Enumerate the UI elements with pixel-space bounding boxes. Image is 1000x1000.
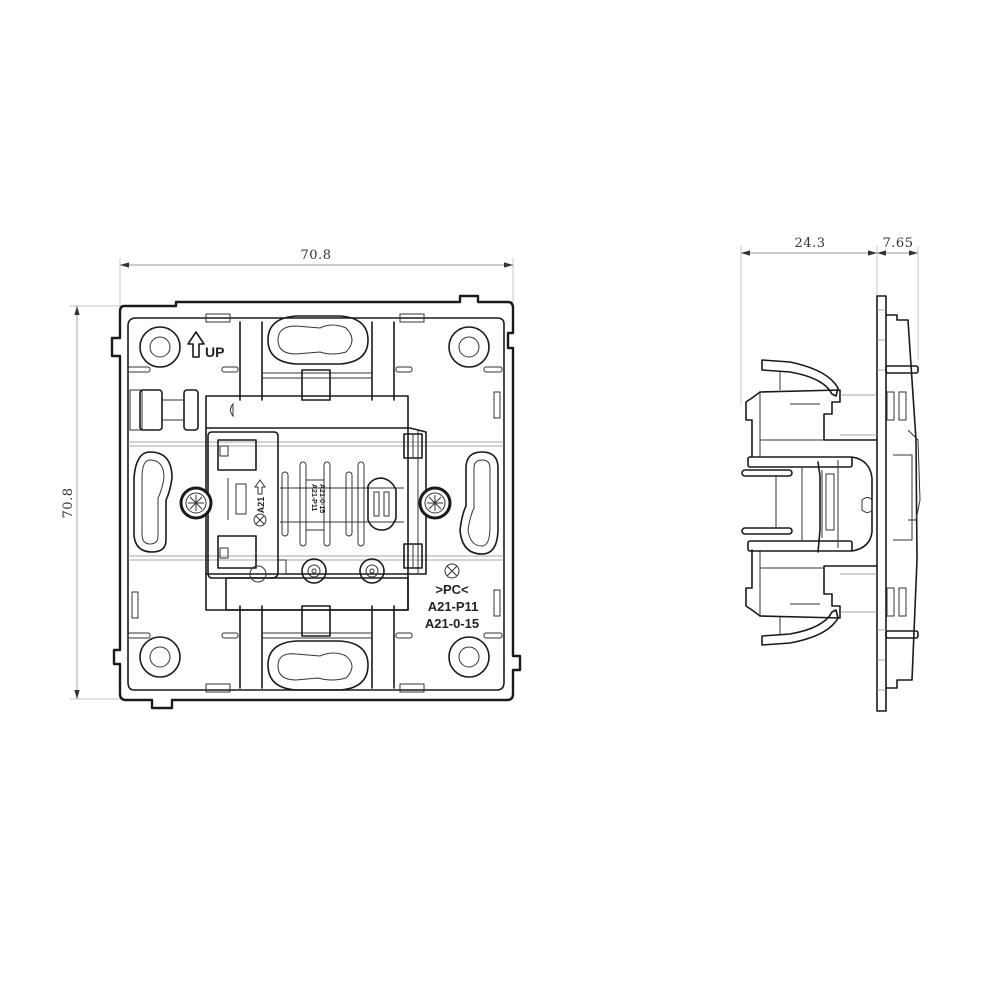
part-number-1: A21-P11	[428, 599, 479, 614]
screw-left-icon	[179, 486, 213, 520]
part-number-2: A21-0-15	[425, 616, 479, 631]
module-label: A21	[256, 497, 266, 514]
rivet	[249, 565, 267, 583]
width-dimension: 70.8	[119, 248, 514, 310]
up-arrow-icon	[187, 331, 205, 358]
side-view: 24.3 7.65	[740, 236, 921, 712]
cross-circle-icon	[253, 513, 267, 527]
height-dimension: 70.8	[61, 305, 125, 700]
arrow-up-icon	[254, 479, 266, 495]
contact-comb: A21-P11 A21-0-15	[280, 461, 404, 547]
mounting-hole-br	[448, 636, 490, 678]
slot	[493, 391, 501, 419]
up-label: UP	[205, 344, 224, 360]
outer-frame	[110, 294, 522, 710]
bottom-oval-slot	[267, 640, 369, 691]
screw-right-icon	[418, 486, 452, 520]
left-keyhole-slot	[133, 451, 173, 553]
bottom-guides	[239, 605, 395, 689]
svg-text:A21-0-15: A21-0-15	[318, 484, 325, 513]
depth-dimensions: 24.3 7.65	[740, 236, 919, 405]
slot	[205, 683, 231, 693]
slot	[399, 313, 425, 323]
terminal-block: A21	[207, 431, 287, 579]
material-code: >PC<	[435, 582, 469, 597]
side-body	[741, 359, 878, 646]
depth-front-label: 7.65	[883, 236, 914, 251]
slot	[399, 683, 425, 693]
mounting-hole-bl	[139, 636, 181, 678]
mechanism-housing	[205, 395, 427, 611]
height-dimension-label: 70.8	[61, 488, 76, 519]
slot	[493, 589, 501, 617]
slot	[205, 313, 231, 323]
width-dimension-label: 70.8	[301, 248, 332, 263]
right-clips	[403, 433, 423, 569]
rivet	[359, 558, 385, 584]
left-lever	[129, 389, 199, 431]
inner-frame	[127, 317, 505, 691]
top-oval-slot	[267, 315, 369, 365]
rail-ticks	[127, 366, 503, 639]
svg-text:A21-P11: A21-P11	[310, 484, 317, 511]
front-view: 70.8 70.8	[61, 248, 522, 710]
slot	[131, 591, 139, 619]
rocker-cover	[885, 314, 921, 689]
lamp-symbol-icon	[444, 563, 460, 579]
mounting-hole-tl	[139, 326, 181, 368]
depth-body-label: 24.3	[795, 236, 826, 251]
rivet	[301, 558, 327, 584]
mounting-hole-tr	[448, 326, 490, 368]
right-keyhole-slot	[459, 451, 499, 555]
front-plate	[876, 295, 887, 712]
top-guides	[239, 321, 395, 401]
